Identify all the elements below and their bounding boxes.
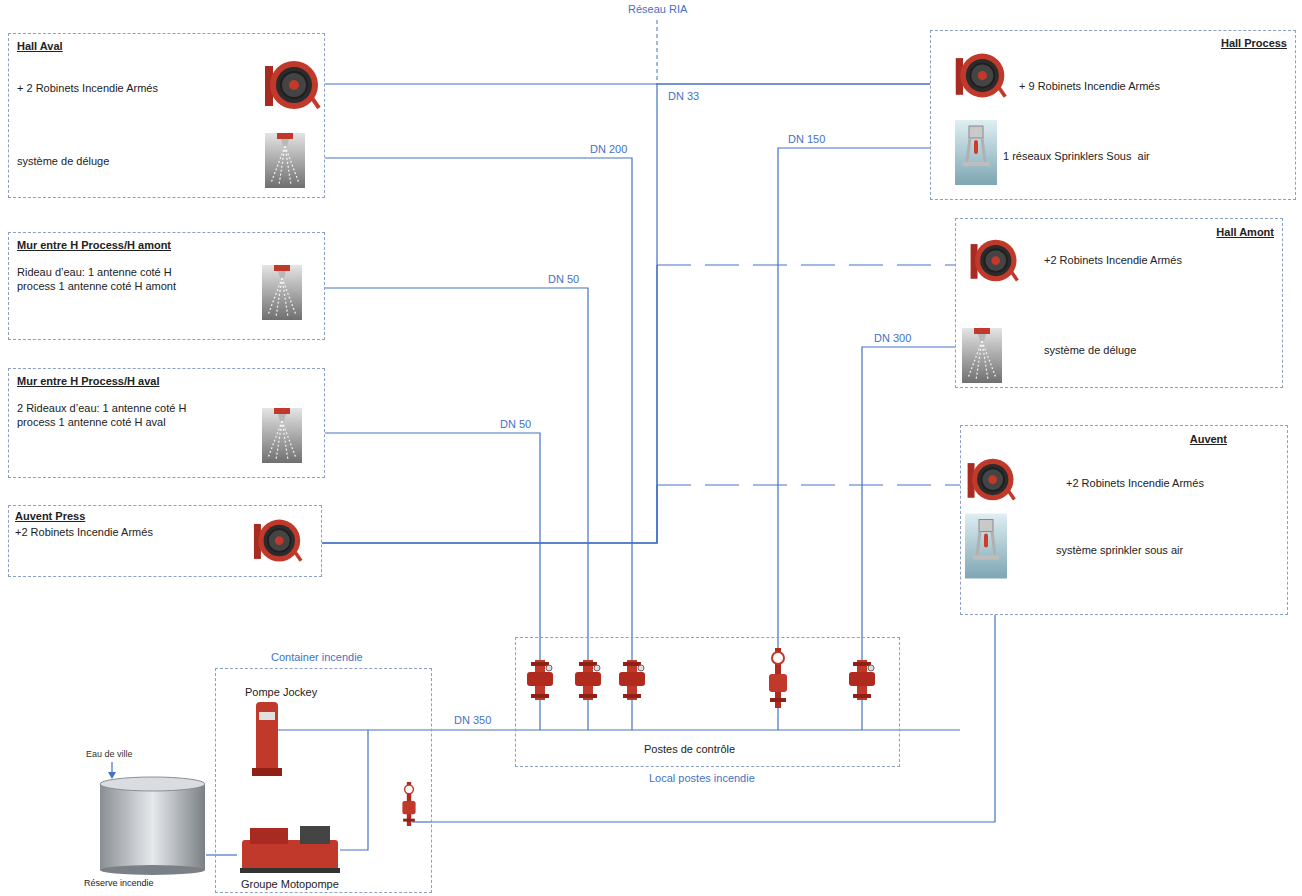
pipe-connector xyxy=(778,148,930,637)
pump-pipe xyxy=(268,729,432,730)
pipe-line xyxy=(322,84,930,543)
pipe-line xyxy=(862,347,955,637)
box-text: +2 Robinets Incendie Armés xyxy=(1044,253,1244,267)
area-box: Hall Amont +2 Robinets Incendie Armés syst… xyxy=(955,218,1283,388)
area-box: Auvent Press +2 Robinets Incendie Armés xyxy=(8,505,322,577)
jockey-pump xyxy=(252,702,282,776)
motor-pump xyxy=(240,826,340,873)
free-label: Réseau RIA xyxy=(628,2,687,16)
pipe-connector xyxy=(325,433,540,637)
box-text: Groupe Motopompe xyxy=(241,877,339,891)
reel-icons xyxy=(254,54,1017,562)
pipe-size-label: DN 33 xyxy=(666,89,701,103)
pump-pipe xyxy=(340,730,368,850)
box-text: Container incendie xyxy=(271,650,363,664)
box-text: Rideau d’eau: 1 antenne coté H process 1… xyxy=(17,265,207,293)
pipe-line xyxy=(657,264,955,265)
box-text: 1 réseaux Sprinklers Sous air xyxy=(1003,149,1243,163)
pipe-connector xyxy=(322,84,930,543)
deluge-valve xyxy=(619,660,645,700)
water-tank xyxy=(100,777,210,875)
box-title: Hall Process xyxy=(1221,36,1287,50)
box-text: Postes de contrôle xyxy=(644,742,735,756)
hose-reel xyxy=(265,61,319,109)
sprinkler-head xyxy=(955,120,997,185)
pipe-connector xyxy=(325,288,588,637)
free-label: Eau de ville xyxy=(86,748,133,760)
pump-unit: Groupe Motopompe xyxy=(237,825,373,895)
water-reserve: Réserve incendie xyxy=(80,770,210,893)
box-title: Hall Amont xyxy=(1216,225,1274,239)
deluge-valve xyxy=(527,660,553,700)
pipe-line xyxy=(778,148,930,637)
alarm-valve xyxy=(402,782,415,826)
hose-reel xyxy=(254,520,301,562)
deluge-nozzle xyxy=(962,328,1002,383)
alarm-valve xyxy=(769,648,787,708)
hose-reel xyxy=(971,240,1018,282)
box-text: système de déluge xyxy=(1044,343,1244,357)
area-box: Mur entre H Process/H amontRideau d’eau:… xyxy=(8,232,325,340)
box-text: +2 Robinets Incendie Armés xyxy=(15,525,215,539)
pipe-line xyxy=(322,485,657,543)
box-title: Mur entre H Process/H amont xyxy=(17,238,171,252)
area-box: Hall Aval + 2 Robinets Incendie Armés syst… xyxy=(8,33,325,198)
box-text: +2 Robinets Incendie Armés xyxy=(1066,476,1266,490)
pipe-size-label: DN 50 xyxy=(498,417,533,431)
box-text: + 9 Robinets Incendie Armés xyxy=(1019,79,1219,93)
pipe-size-label: DN 50 xyxy=(546,272,581,286)
pipe-line xyxy=(325,158,632,637)
pipe-size-label: DN 300 xyxy=(872,331,913,345)
pipe-size-label: DN 350 xyxy=(452,713,493,727)
city-water-arrow xyxy=(108,762,116,779)
box-text: système de déluge xyxy=(17,154,217,168)
pipe-line xyxy=(432,729,515,730)
deluge-nozzle xyxy=(262,408,302,463)
pipe-line xyxy=(657,484,960,485)
box-title: Auvent Press xyxy=(15,509,85,523)
pipe-connector xyxy=(325,158,632,637)
box-text: 2 Rideaux d’eau: 1 antenne coté H proces… xyxy=(17,401,207,429)
ria-trunk xyxy=(657,20,658,84)
box-text: Local postes incendie xyxy=(649,771,755,785)
box-text: + 2 Robinets Incendie Armés xyxy=(17,81,217,95)
pipe-line xyxy=(322,265,657,543)
sprinkler-icons xyxy=(955,120,1007,579)
box-text: Pompe Jockey xyxy=(245,685,317,699)
sprinkler-head xyxy=(965,514,1007,579)
valve-pipe xyxy=(412,821,432,822)
deluge-valve xyxy=(849,660,875,700)
pump-unit: Pompe Jockey xyxy=(239,685,339,781)
pipe-connector xyxy=(862,347,955,637)
control-room: Postes de contrôleLocal postes incendie xyxy=(515,637,900,767)
pipe-size-label: DN 200 xyxy=(588,142,629,156)
header-pipe xyxy=(515,729,960,730)
area-box: Hall Process + 9 Robinets Incendie Armés 1… xyxy=(930,30,1296,200)
control-valves xyxy=(402,648,875,826)
box-text: Réserve incendie xyxy=(84,877,154,889)
box-title: Auvent xyxy=(1190,432,1227,446)
box-title: Mur entre H Process/H aval xyxy=(17,374,159,388)
area-box: Auvent +2 Robinets Incendie Armés système … xyxy=(960,425,1288,615)
deluge-nozzle xyxy=(262,265,302,320)
pipe-connector xyxy=(322,485,960,543)
deluge-valve xyxy=(575,660,601,700)
deluge-nozzle xyxy=(265,133,305,188)
pipe-connector xyxy=(322,265,955,543)
pipe-connector xyxy=(432,730,515,731)
area-box: Mur entre H Process/H aval 2 Rideaux d’ea… xyxy=(8,368,325,478)
hose-reel xyxy=(956,54,1006,98)
box-text: système sprinkler sous air xyxy=(1056,543,1276,557)
container-box: Container incendiePompe JockeyGroupe Mot… xyxy=(215,668,432,893)
box-title: Hall Aval xyxy=(17,39,63,53)
pipe-size-label: DN 150 xyxy=(786,132,827,146)
pipe-line xyxy=(325,288,588,637)
pipe-line xyxy=(325,433,540,637)
hose-reel xyxy=(968,459,1015,501)
pipe-line xyxy=(432,615,995,822)
pipe-connector xyxy=(432,615,995,822)
